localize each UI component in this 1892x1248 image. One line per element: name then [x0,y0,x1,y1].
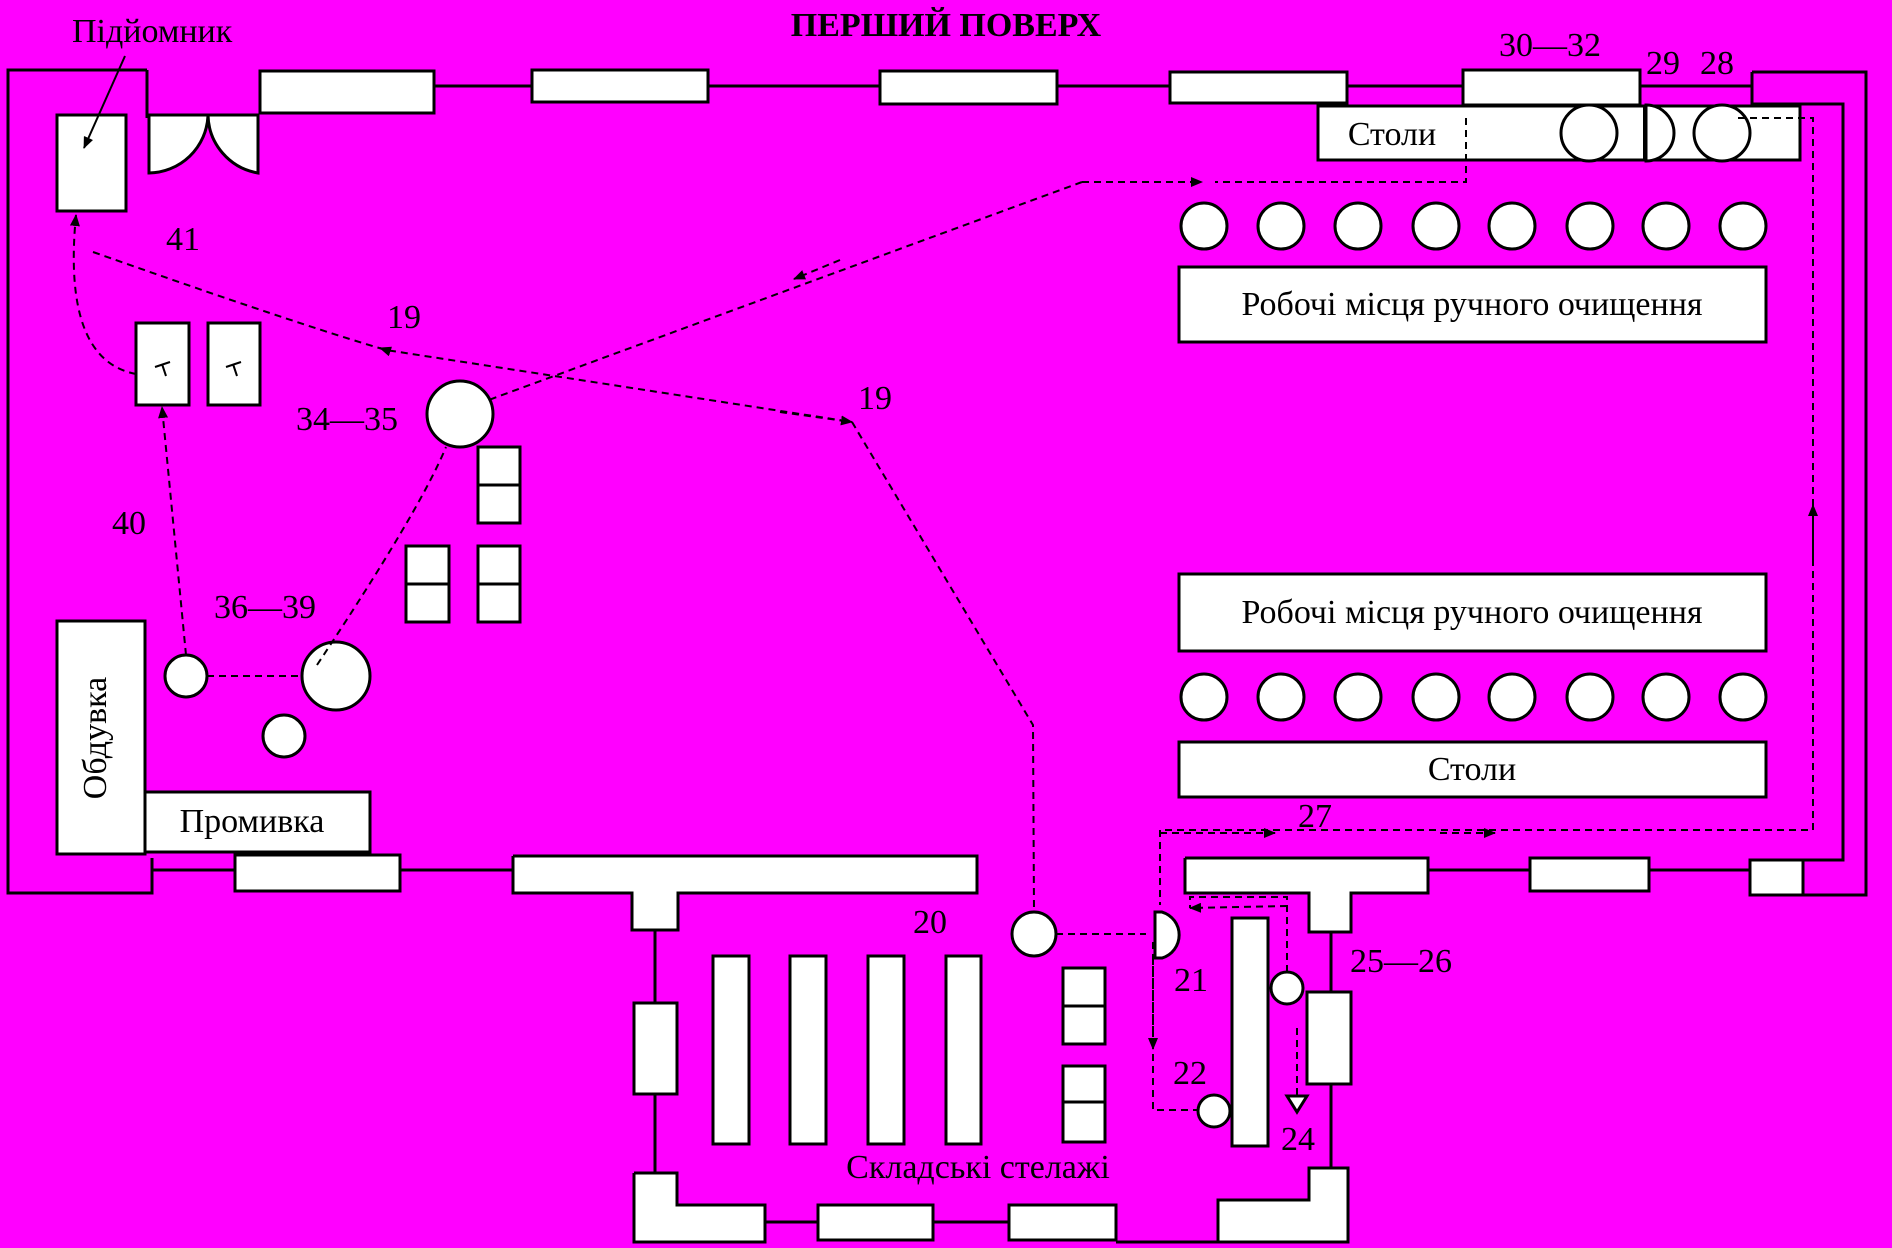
machine-20 [1010,910,1058,958]
outer-walls [6,68,1868,897]
label-30-32: 30—32 [1499,27,1601,64]
tables-bottom-box [1177,740,1768,799]
label-27: 27 [1298,798,1332,835]
window-bottom-1 [233,853,402,893]
label-22: 22 [1173,1055,1207,1092]
label-19-a: 19 [387,299,421,336]
workplaces-top-box [1177,265,1768,344]
label-21: 21 [1174,962,1208,999]
workplaces-bottom-box [1177,572,1768,653]
label-40: 40 [112,505,146,542]
label-24: 24 [1281,1121,1315,1158]
workplace-circles-top [1179,201,1768,251]
number-labels: 41 19 19 34—35 40 36—39 30—32 29 28 27 2… [112,27,1734,1158]
machine-23 [1269,970,1305,1006]
label-29: 29 [1646,45,1680,82]
conveyor [1230,916,1270,1148]
label-34-35: 34—35 [296,401,398,438]
lift-label: Підйомник [72,13,233,50]
window-top-2 [530,68,710,104]
machine-28 [1692,103,1752,163]
flow-paths [69,117,1818,1111]
storage-racks [711,954,983,1146]
label-28: 28 [1700,45,1734,82]
machine-34-35 [425,379,495,449]
machine-36-39 [300,640,372,712]
blow-off-label: Обдувка [77,677,114,799]
machine-21 [1153,910,1181,960]
window-bottom-2 [1528,856,1651,893]
machine-29 [1644,103,1676,163]
t-symbols [154,361,242,377]
tables-top-label: Столи [1348,116,1436,153]
annex-walls [511,854,1430,1244]
label-19-b: 19 [858,380,892,417]
label-25-26: 25—26 [1350,943,1452,980]
label-41: 41 [166,221,200,258]
window-top-3 [878,69,1059,106]
window-top-1 [258,69,436,115]
workplaces-bottom-label: Робочі місця ручного очищення [1241,594,1702,631]
label-36-39: 36—39 [214,589,316,626]
window-top-5 [1461,68,1642,107]
blow-off-box [55,619,147,856]
window-top-4 [1168,70,1349,105]
windows [233,68,1805,897]
storage-label: Складські стелажі [846,1149,1110,1186]
tables-bottom-label: Столи [1428,751,1516,788]
workplaces-top-label: Робочі місця ручного очищення [1241,286,1702,323]
machine-small-1 [163,653,209,699]
washing-label: Промивка [180,803,325,840]
washing-box [143,790,372,854]
window-right [1748,858,1805,897]
double-door [147,113,260,175]
machine-24 [1284,1094,1310,1115]
page-title: ПЕРШИЙ ПОВЕРХ [791,7,1102,44]
machine-30-32 [1559,103,1619,163]
machine-22 [1196,1093,1232,1129]
workplace-circles-bottom [1179,672,1768,722]
label-20: 20 [913,904,947,941]
stacked-boxes [404,445,1107,1144]
machine-small-2 [261,713,307,759]
